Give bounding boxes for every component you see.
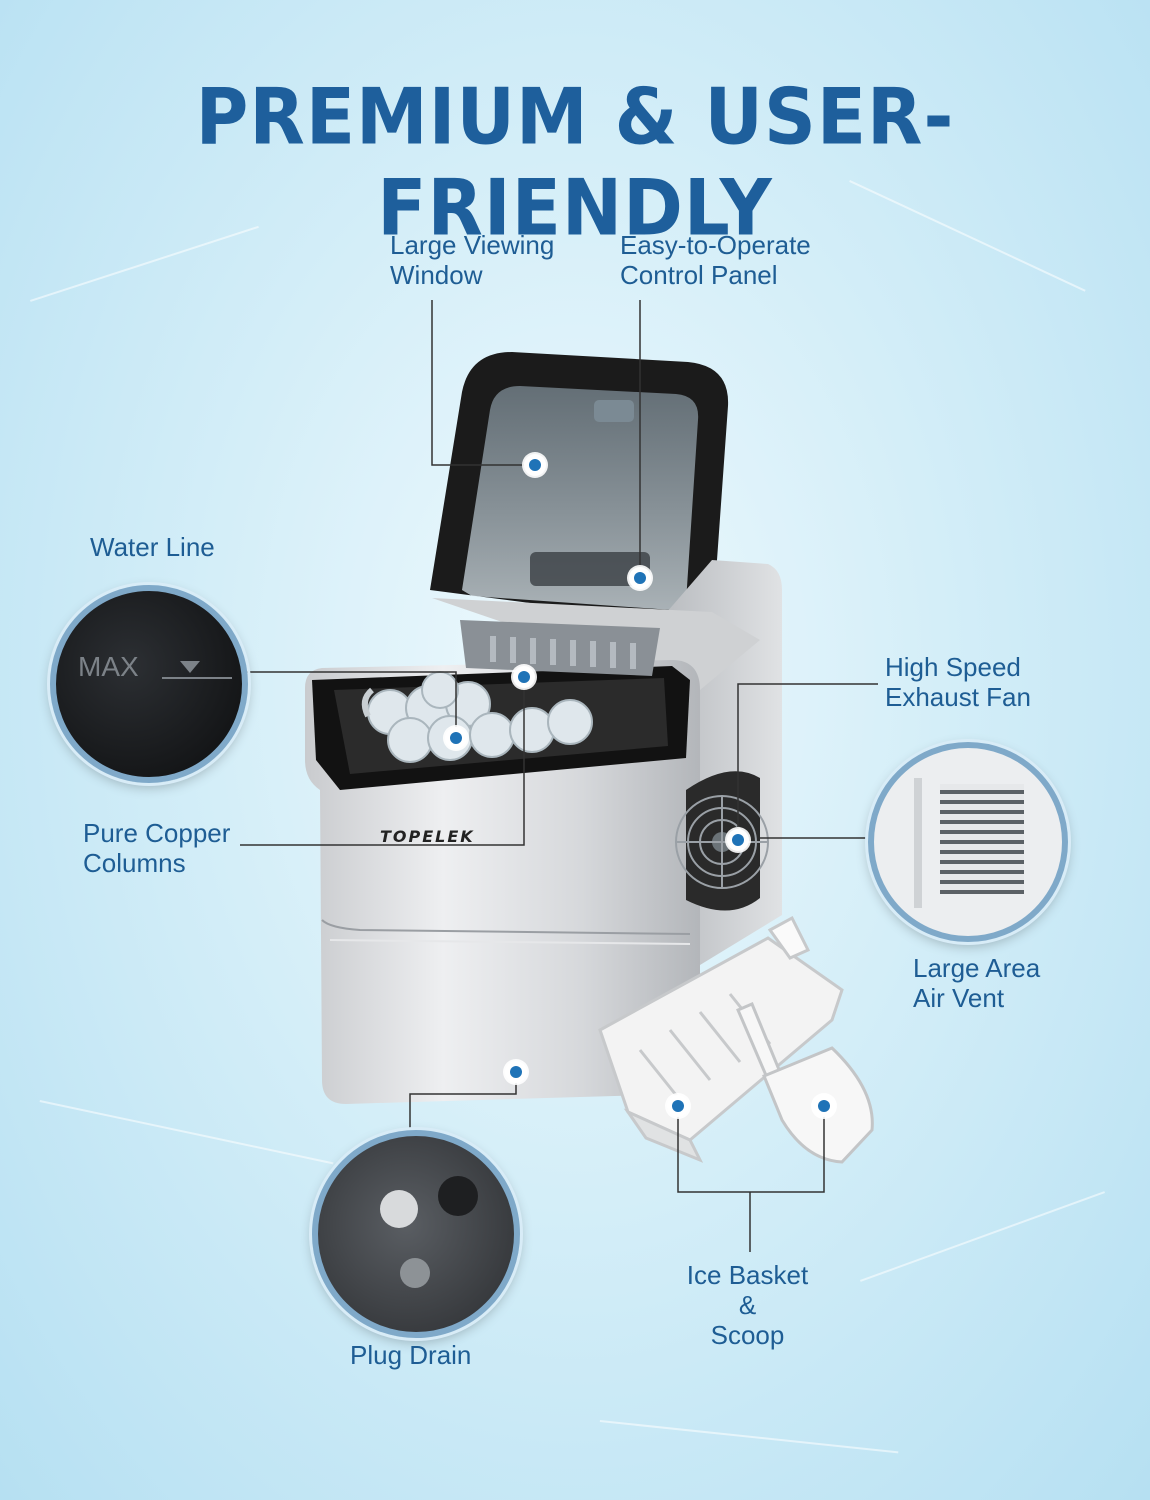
label-water-line: Water Line (90, 532, 215, 562)
max-line (162, 677, 232, 679)
plug-drain-inset (312, 1130, 520, 1338)
label-control-panel: Easy-to-Operate Control Panel (620, 230, 811, 290)
label-line: Exhaust Fan (885, 682, 1031, 712)
label-plug-drain: Plug Drain (350, 1340, 472, 1370)
air-vent-inset (868, 742, 1068, 942)
label-line: & (738, 1290, 757, 1320)
exhaust-fan-marker (727, 829, 749, 851)
label-exhaust-fan: High Speed Exhaust Fan (885, 652, 1031, 712)
copper-columns-marker (513, 666, 535, 688)
label-line: Large Area (913, 953, 1041, 983)
drain-hole (438, 1176, 478, 1216)
label-line: Window (390, 260, 483, 290)
label-line: Easy-to-Operate (620, 230, 811, 260)
max-triangle (180, 661, 200, 673)
drain-plug (380, 1190, 418, 1228)
water-line-marker (445, 727, 467, 749)
drain-screw (400, 1258, 430, 1288)
water-line-inset: MAX (50, 585, 248, 783)
label-line: Air Vent (913, 983, 1005, 1013)
label-line: High Speed (885, 652, 1021, 682)
page-title: PREMIUM & USER-FRIENDLY (195, 71, 955, 253)
viewing-window-marker (524, 454, 546, 476)
exhaust-fan (675, 771, 769, 911)
label-ice-basket: Ice Basket & Scoop (660, 1260, 835, 1350)
label-line: Control Panel (620, 260, 778, 290)
label-air-vent: Large Area Air Vent (913, 953, 1040, 1013)
control-panel-marker (629, 567, 651, 589)
label-viewing-window: Large Viewing Window (390, 230, 554, 290)
label-copper-columns: Pure Copper Columns (83, 818, 230, 878)
vent-frame (914, 778, 922, 908)
scoop-marker (813, 1095, 835, 1117)
ice-basket-marker (667, 1095, 689, 1117)
lid (430, 352, 729, 630)
brand-logo: TOPELEK (380, 827, 475, 846)
label-line: Ice Basket (686, 1260, 809, 1290)
label-line: Scoop (710, 1320, 785, 1350)
label-line: Large Viewing (390, 230, 555, 260)
vent-grille (940, 784, 1024, 894)
label-line: Columns (83, 848, 186, 878)
label-line: Pure Copper (83, 818, 231, 848)
max-marker-text: MAX (78, 651, 139, 682)
plug-drain-marker (505, 1061, 527, 1083)
